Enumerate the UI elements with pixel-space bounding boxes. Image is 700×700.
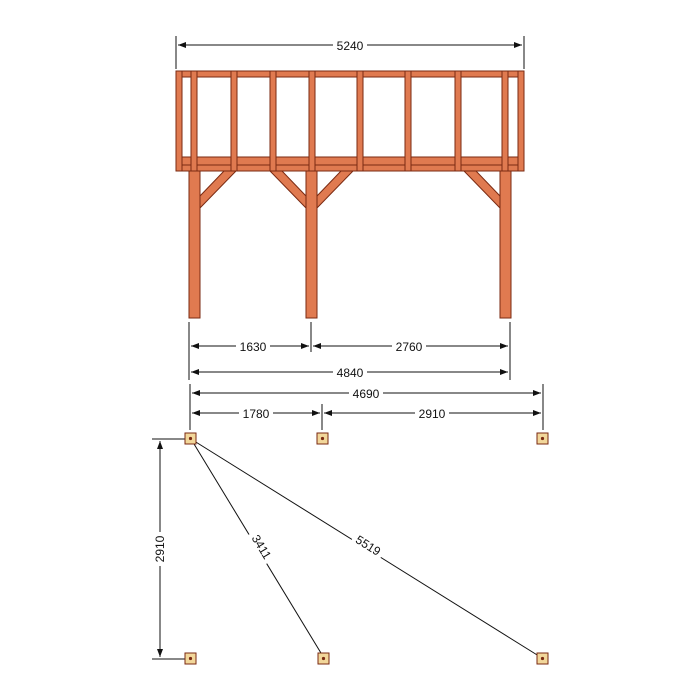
dimensions	[152, 36, 544, 660]
label-footing-span-right: 2910	[419, 407, 446, 421]
lower-fascia	[175, 164, 525, 172]
footing-back-left	[184, 652, 197, 665]
brace	[316, 170, 355, 210]
upright	[269, 70, 277, 172]
label-post-outer-width: 4840	[337, 366, 364, 380]
label-post-span-right: 2760	[396, 340, 423, 354]
post-left	[188, 170, 201, 319]
footing-front-right	[536, 432, 549, 445]
post-middle	[305, 170, 318, 319]
label-overall-width: 5240	[337, 39, 364, 53]
footing-front-left	[184, 432, 197, 445]
post-right	[499, 170, 512, 319]
upright	[230, 70, 238, 172]
frame-end-left	[175, 70, 183, 172]
top-rail	[175, 70, 525, 78]
label-post-span-left: 1630	[240, 340, 267, 354]
upright	[356, 70, 364, 172]
brace	[268, 170, 307, 210]
footing-back-middle	[317, 652, 330, 665]
footings	[184, 432, 549, 665]
upright	[404, 70, 412, 172]
brace	[199, 170, 238, 210]
label-footing-total: 4690	[353, 387, 380, 401]
label-footing-span-left: 1780	[243, 407, 270, 421]
upright	[454, 70, 462, 172]
frame-end-right	[517, 70, 525, 172]
main-beam	[175, 156, 525, 166]
footing-back-right	[536, 652, 549, 665]
label-footing-depth: 2910	[153, 535, 167, 562]
upright	[501, 70, 509, 172]
footing-front-middle	[316, 432, 329, 445]
front-elevation	[175, 70, 525, 319]
upright	[308, 70, 316, 172]
brace	[462, 170, 501, 210]
upright	[190, 70, 198, 172]
